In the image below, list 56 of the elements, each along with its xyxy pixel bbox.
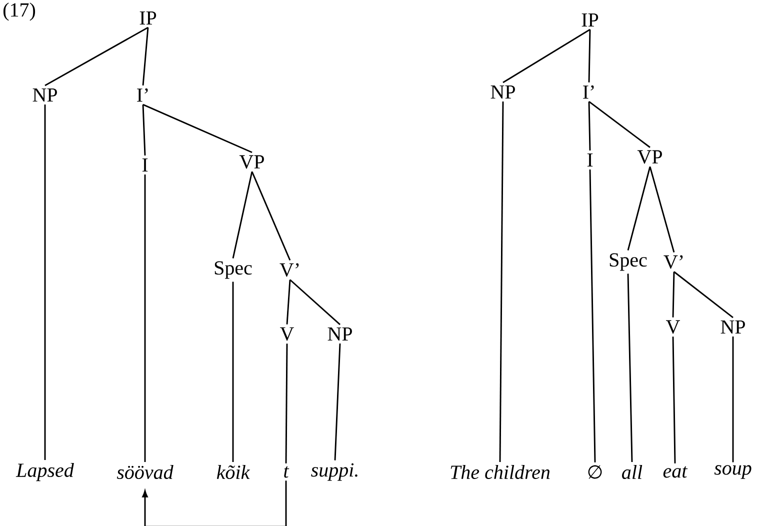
category-label: I’: [583, 85, 594, 99]
word: eat: [663, 466, 688, 478]
tree-branch: [251, 171, 291, 261]
word: t: [284, 466, 290, 478]
tree-branch: [588, 29, 591, 82]
category-label: NP: [720, 320, 745, 334]
movement-arrow: [142, 480, 287, 526]
word: Lapsed: [16, 462, 74, 482]
category-label: I: [587, 153, 593, 167]
category-label: VP: [239, 155, 264, 169]
tree-branch: [142, 104, 252, 154]
tree-branch: [502, 28, 590, 84]
category-label: I’: [137, 88, 148, 102]
word: soup: [714, 465, 752, 479]
category-label: IP: [140, 11, 156, 25]
tree-branch: [674, 271, 734, 318]
tree-branch: [672, 336, 676, 464]
category-label: V’: [664, 255, 683, 269]
tree-branch: [499, 101, 504, 462]
category-label: NP: [328, 327, 352, 341]
tree-branch: [627, 166, 651, 250]
category-label: IP: [582, 13, 598, 27]
category-label: NP: [490, 85, 515, 99]
tree-branch: [290, 279, 340, 326]
tree-branch: [144, 174, 146, 462]
category-label: V: [280, 327, 294, 341]
category-label: I: [142, 158, 148, 172]
word: suppi.: [311, 463, 358, 481]
category-label: Spec: [214, 261, 252, 279]
tree-branch: [44, 104, 46, 460]
tree-branch: [334, 343, 341, 460]
tree-branch: [649, 166, 675, 252]
category-label: V’: [280, 263, 299, 277]
tree-branch: [589, 169, 596, 462]
word: The children: [450, 464, 550, 480]
tree-branch: [286, 280, 291, 324]
word: ∅: [588, 465, 602, 479]
word: all: [622, 464, 642, 480]
example-number: (17): [3, 2, 36, 21]
category-label: Spec: [610, 253, 647, 271]
tree-branch: [232, 171, 253, 258]
tree-branch: [588, 101, 650, 148]
category-label: V: [666, 320, 680, 334]
tree-branch: [672, 272, 675, 318]
word: söövad: [116, 464, 174, 480]
category-label: NP: [32, 88, 57, 102]
tree-branch: [732, 336, 734, 462]
tree-branch: [44, 26, 148, 86]
tree-branch: [232, 282, 234, 462]
tree-branch: [588, 102, 591, 151]
tree-branch: [142, 104, 146, 156]
tree-branch: [142, 27, 149, 86]
word: kõik: [216, 464, 250, 480]
category-label: VP: [637, 150, 662, 164]
tree-branch: [285, 344, 288, 464]
tree-branch: [627, 274, 633, 462]
